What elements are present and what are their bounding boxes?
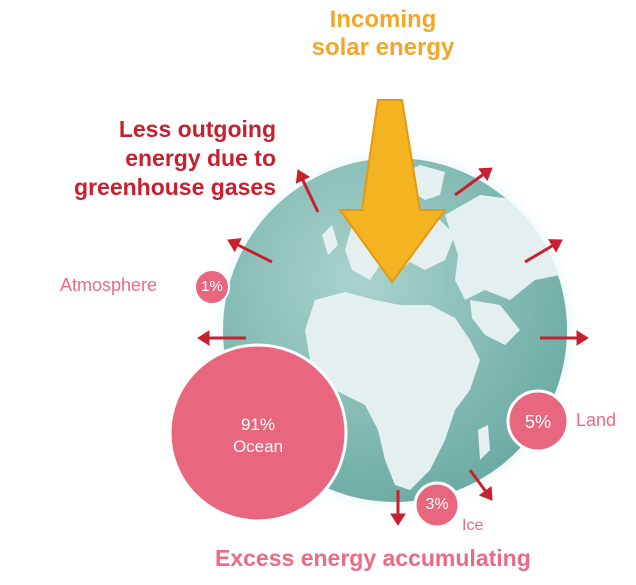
ocean-bubble <box>168 343 348 523</box>
incoming-energy-arrow <box>338 99 447 284</box>
outgoing-arrow-head <box>478 486 493 501</box>
atmosphere-label: Atmosphere <box>60 275 158 295</box>
land-percent: 5% <box>524 412 551 432</box>
ocean-label: Ocean <box>232 437 284 456</box>
outgoing-arrow-shaft <box>237 243 273 264</box>
ocean-percent: 91% <box>240 415 276 434</box>
outgoing-arrow-head <box>576 330 589 346</box>
outgoing-arrow-head <box>548 239 563 253</box>
ice-label: Ice <box>462 517 484 534</box>
outgoing-arrows <box>197 167 589 526</box>
atmosphere-percent: 1% <box>201 278 223 295</box>
outgoing-arrow-head <box>227 238 242 253</box>
incoming-label-line2: solar energy <box>311 34 455 61</box>
footer-label: Excess energy accumulating <box>215 545 531 571</box>
outgoing-label-line1: Less outgoing <box>118 116 276 142</box>
land-label: Land <box>576 410 617 430</box>
outgoing-arrow-shaft <box>454 173 484 197</box>
outgoing-label-line2: energy due to <box>125 145 276 171</box>
outgoing-arrow-head <box>478 167 493 182</box>
outgoing-label-line3: greenhouse gases <box>74 174 276 200</box>
ice-percent: 3% <box>425 496 449 513</box>
ice-bubble <box>413 481 461 529</box>
atmosphere-bubble <box>194 269 230 305</box>
outgoing-arrow-shaft <box>468 469 487 493</box>
outgoing-arrow-head <box>197 330 210 346</box>
outgoing-arrow-shaft <box>301 179 320 213</box>
incoming-label-line1: Incoming <box>329 6 437 33</box>
outgoing-arrow-head <box>390 513 406 526</box>
outgoing-arrow-shaft <box>524 244 554 264</box>
land-bubble <box>506 389 570 453</box>
outgoing-arrow-head <box>295 169 311 184</box>
